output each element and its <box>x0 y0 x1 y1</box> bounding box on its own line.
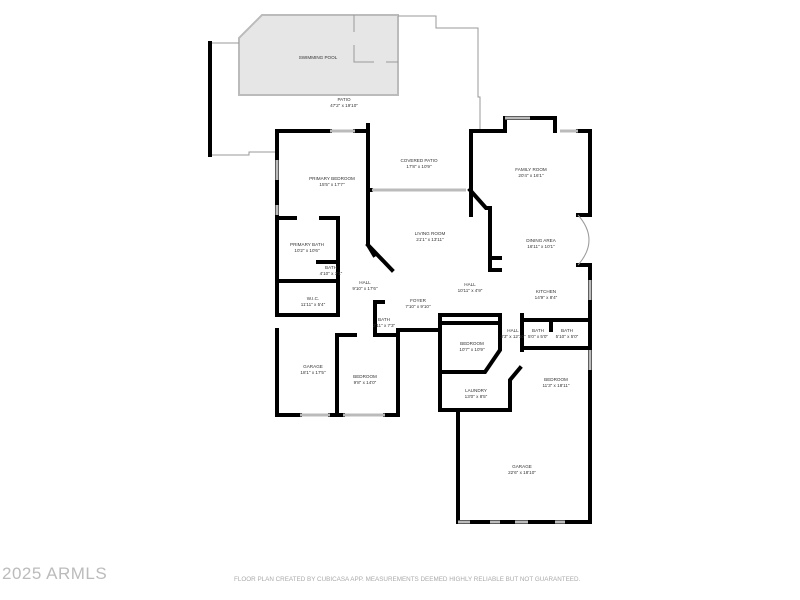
room-dims: 22'6" x 18'10" <box>508 470 536 475</box>
room-name: FOYER <box>410 298 427 303</box>
room-dims: 5'0" x 5'0" <box>528 334 548 339</box>
room-dims: 11'11" x 5'4" <box>301 302 326 307</box>
room-dims: 2'11" x 7'3" <box>373 323 396 328</box>
room-dims: 10'7" x 10'9" <box>459 347 485 352</box>
room-dims: 10'2" x 10'6" <box>294 248 320 253</box>
angled-wall <box>365 187 502 273</box>
room-name: KITCHEN <box>536 289 556 294</box>
room-name: PRIMARY BEDROOM <box>309 176 355 181</box>
room-dims: 3'3" x 12'10" <box>500 334 526 339</box>
copyright-watermark: 2025 ARMLS <box>2 564 108 583</box>
room-dims: 18'1" x 17'5" <box>300 370 326 375</box>
room-dims: 10'11" x 4'9" <box>458 288 483 293</box>
room-name: BATH <box>532 328 544 333</box>
room-name: GARAGE <box>303 364 323 369</box>
room-dims: 14'9" x 8'4" <box>535 295 558 300</box>
room-name: BEDROOM <box>544 377 568 382</box>
room-name: FAMILY ROOM <box>515 167 547 172</box>
room-name: BEDROOM <box>353 374 377 379</box>
room-name: LAUNDRY <box>465 388 487 393</box>
room-name: BATH <box>378 317 390 322</box>
room-dims: 13'0" x 8'5" <box>465 394 488 399</box>
room-name: LIVING ROOM <box>415 231 446 236</box>
room-name: PATIO <box>337 97 351 102</box>
room-name: HALL <box>359 280 371 285</box>
room-dims: 9'8" x 14'0" <box>354 380 377 385</box>
room-name: W.I.C. <box>307 296 320 301</box>
room-name: HALL <box>507 328 519 333</box>
room-dims: 20'4" x 16'1" <box>518 173 544 178</box>
room-name: BEDROOM <box>460 341 484 346</box>
room-dims: 5'10" x 5'0" <box>556 334 579 339</box>
room-name: PRIMARY BATH <box>290 242 324 247</box>
room-name: HALL <box>464 282 476 287</box>
disclaimer: FLOOR PLAN CREATED BY CUBICASA APP. MEAS… <box>234 576 581 583</box>
room-name: BATH <box>325 265 337 270</box>
room-name: BATH <box>561 328 573 333</box>
patio-outline <box>210 15 481 156</box>
room-name: SWIMMING POOL <box>299 55 338 60</box>
room-dims: 7'10" x 9'10" <box>405 304 431 309</box>
room-dims: 16'11" x 10'1" <box>527 244 555 249</box>
room-dims: 15'5" x 17'7" <box>319 182 345 187</box>
room-dims: 17'8" x 10'9" <box>406 164 432 169</box>
room-name: GARAGE <box>512 464 532 469</box>
room-name: COVERED PATIO <box>400 158 438 163</box>
room-labels: SWIMMING POOL PATIO 47'2" x 19'10" COVER… <box>290 55 579 475</box>
room-dims: 47'2" x 19'10" <box>330 103 358 108</box>
room-dims: 11'3" x 18'11" <box>542 383 569 388</box>
room-name: DINING AREA <box>526 238 557 243</box>
bay-window <box>577 214 590 266</box>
swimming-pool <box>238 14 399 96</box>
room-dims: 21'1" x 13'11" <box>416 237 444 242</box>
room-dims: 4'10" x 3'1" <box>320 271 343 276</box>
window <box>275 116 592 417</box>
room-dims: 9'10" x 17'6" <box>352 286 378 291</box>
pool-steps <box>353 15 398 63</box>
